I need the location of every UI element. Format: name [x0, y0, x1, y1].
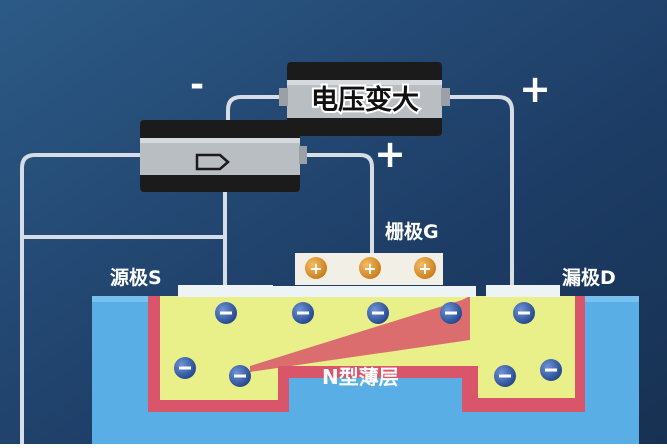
positive-charge: + — [414, 257, 436, 279]
polarity-plus-right: + — [519, 67, 551, 111]
electron — [440, 302, 462, 324]
top-battery: 电压变大 — [279, 62, 450, 136]
electron — [229, 365, 251, 387]
electron — [513, 302, 535, 324]
drain-contact — [486, 285, 560, 297]
label-drain: 漏极D — [562, 266, 616, 289]
svg-text:+: + — [309, 259, 322, 278]
gate-positive-charges: + + + — [305, 257, 436, 279]
wires — [20, 95, 514, 446]
electron — [540, 359, 562, 381]
electron — [174, 357, 196, 379]
electron — [367, 302, 389, 324]
wire-top-right — [438, 95, 514, 294]
label-n-layer: N型薄层 — [322, 365, 399, 389]
label-source: 源极S — [110, 266, 162, 289]
label-gate: 栅极G — [385, 220, 439, 243]
electron — [215, 302, 237, 324]
positive-charge: + — [359, 257, 381, 279]
electron — [494, 365, 516, 387]
channel-wedge — [250, 296, 470, 372]
polarity-minus: - — [190, 65, 204, 105]
wire-gate-lead — [298, 153, 374, 255]
electron — [292, 302, 314, 324]
positive-charge: + — [305, 257, 327, 279]
electrons — [174, 302, 562, 387]
gate-battery — [140, 120, 307, 192]
wire-top-left — [226, 95, 292, 124]
battery-caption: 电压变大 — [311, 84, 419, 116]
gate-oxide — [264, 286, 476, 297]
svg-text:+: + — [363, 259, 376, 278]
polarity-plus-gate: + — [374, 132, 406, 176]
wire-left-outer — [20, 153, 147, 446]
svg-text:+: + — [418, 259, 431, 278]
battery-arrow-icon — [195, 153, 230, 171]
source-contact — [178, 285, 273, 297]
